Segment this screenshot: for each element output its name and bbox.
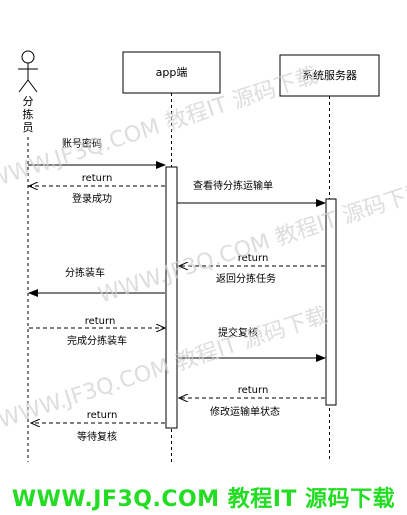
activation-app [165,166,178,429]
message-label-8: return [238,385,269,396]
message-label-6: return [85,316,116,327]
message-label-2b: 登录成功 [72,192,112,205]
participant-server: 系统服务器 [279,54,380,97]
participant-server-label: 系统服务器 [302,69,357,82]
actor-head [21,50,35,64]
participant-app-box [122,51,221,94]
message-label-9b: 等待复核 [77,430,117,443]
actor-sorter: 分 拣 员 [18,50,38,134]
message-label-2: return [82,173,113,184]
message-label-1: 账号密码 [62,137,102,150]
participant-app-label: app端 [156,66,188,79]
message-label-9: return [87,410,118,421]
message-label-5: 分拣装车 [65,266,105,279]
sequence-diagram: 分 拣 员 app端 系统服务器 账号密码 return 登录成功 查看待分拣运… [18,50,380,462]
message-label-7: 提交复核 [218,326,258,339]
footer-banner: WWW.JF3Q.COM 教程IT 源码下载 [11,486,396,512]
actor-leg-right [27,79,38,93]
message-label-4b: 返回分拣任务 [216,272,276,285]
message-label-8b: 修改运输单状态 [210,405,280,418]
message-label-6b: 完成分拣装车 [67,334,127,347]
participant-server-box [279,54,380,97]
message-label-4: return [238,253,269,264]
actor-label-char-2: 拣 [23,107,34,121]
activation-server [325,198,337,406]
actor-leg-left [18,79,29,93]
message-label-3: 查看待分拣运输单 [193,179,273,192]
actor-label-char-3: 员 [23,121,34,134]
actor-label-char-1: 分 [23,95,34,108]
participant-app: app端 [122,51,221,94]
